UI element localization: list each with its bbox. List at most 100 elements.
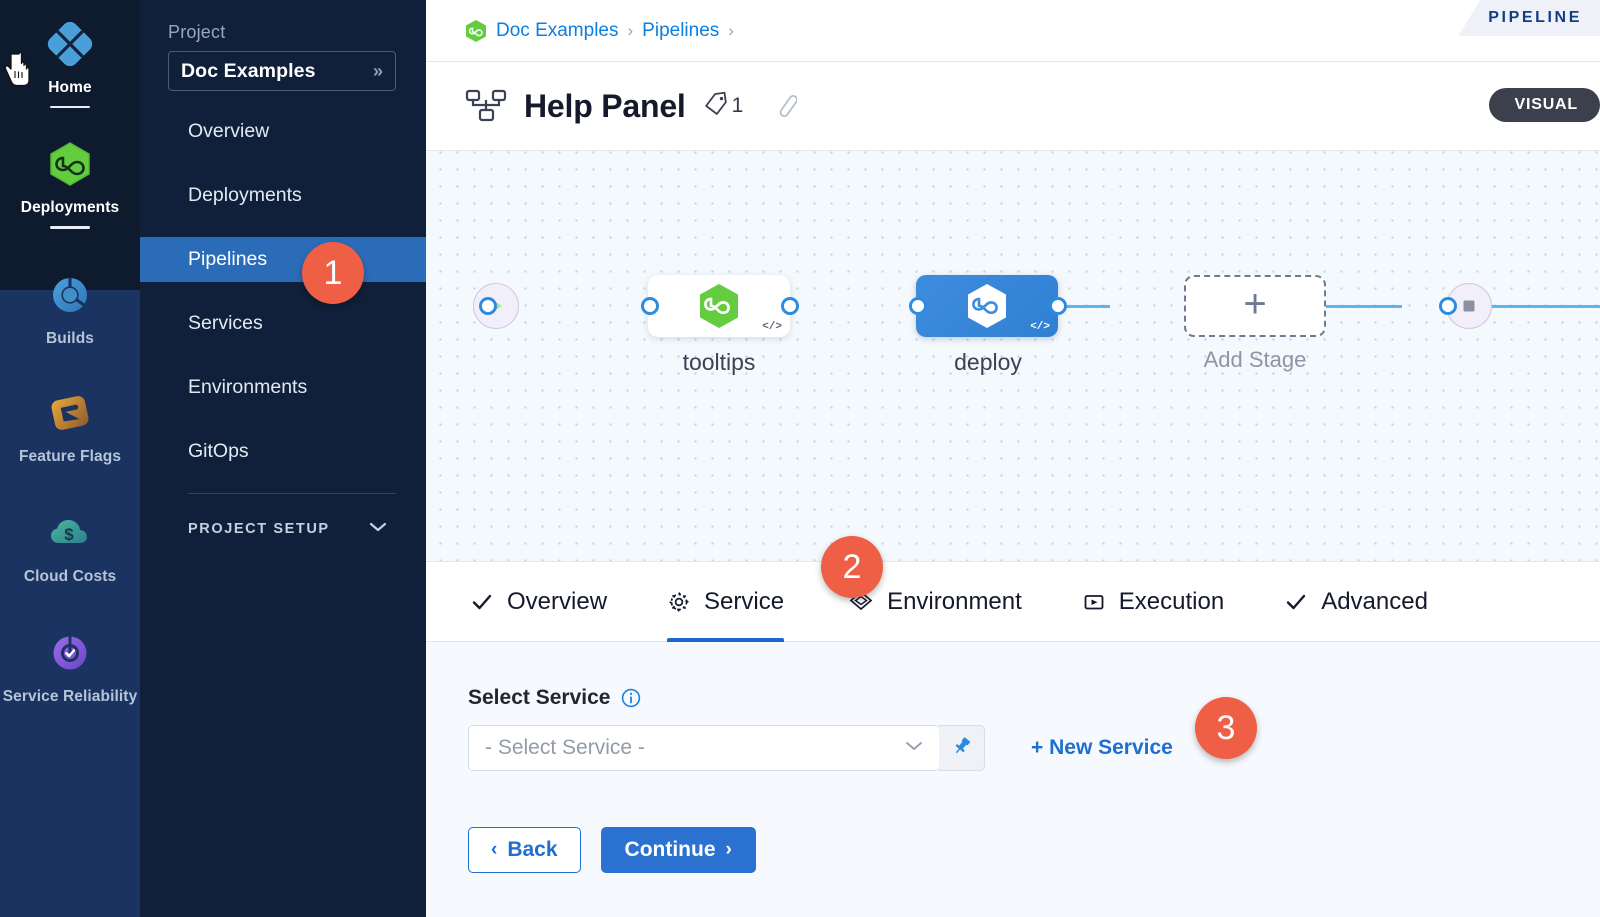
project-label: Project: [168, 22, 226, 42]
tab-label: Environment: [887, 587, 1022, 615]
select-service-value: - Select Service -: [485, 736, 645, 759]
service-hex-green-icon: [700, 284, 738, 328]
select-service-label-row: Select Service: [468, 686, 1600, 710]
sidebar-item-label: Overview: [188, 120, 270, 142]
form-actions: ‹ Back Continue ›: [468, 827, 1600, 873]
pin-button[interactable]: [939, 725, 985, 771]
project-selector[interactable]: Doc Examples »: [168, 51, 396, 91]
sidebar-item-overview[interactable]: Overview: [140, 109, 426, 154]
sidebar-item-deployments[interactable]: Deployments: [140, 173, 426, 218]
rail-active-underline: [50, 105, 90, 109]
info-icon[interactable]: [620, 687, 642, 709]
page-title: Help Panel: [524, 87, 686, 124]
callout-badge-1: 1: [302, 242, 364, 304]
stage-label-tooltips: tooltips: [682, 349, 756, 375]
stage-port-out[interactable]: [1049, 297, 1067, 315]
mode-badge-visual[interactable]: VISUAL: [1488, 88, 1600, 122]
cloud-costs-icon: $: [44, 507, 96, 559]
plus-icon: +: [1243, 282, 1267, 326]
tag-badge[interactable]: 1: [703, 91, 744, 122]
main-content: Doc Examples › Pipelines › PIPELINE Help…: [426, 0, 1600, 917]
tab-environment[interactable]: Environment: [848, 562, 1022, 642]
sidebar-item-label: Environments: [188, 376, 308, 398]
back-button-label: Back: [507, 838, 558, 861]
sidebar-item-services[interactable]: Services: [140, 301, 426, 346]
stage-label-deploy: deploy: [954, 349, 1022, 375]
play-box-icon: [1082, 590, 1106, 614]
builds-icon: [44, 269, 96, 321]
code-badge: </>: [1030, 321, 1050, 333]
stage-node-deploy[interactable]: </>: [916, 275, 1058, 337]
rail-item-cloud-costs[interactable]: $ Cloud Costs: [0, 467, 140, 587]
stage-port-in[interactable]: [641, 297, 659, 315]
add-stage-label: Add Stage: [1203, 347, 1307, 372]
breadcrumb-separator: ›: [627, 20, 634, 40]
stage-port-out[interactable]: [781, 297, 799, 315]
project-selector-name: Doc Examples: [181, 59, 316, 82]
breadcrumb-separator: ›: [728, 20, 734, 40]
tab-label: Advanced: [1321, 587, 1428, 615]
rail-active-underline: [50, 226, 90, 229]
rail-item-home[interactable]: Home: [0, 0, 140, 109]
stage-port-in[interactable]: [909, 297, 927, 315]
sidebar-item-environments[interactable]: Environments: [140, 365, 426, 410]
project-hex-icon: [465, 19, 487, 43]
chevron-down-icon: [368, 520, 388, 537]
sidebar-item-pipelines[interactable]: Pipelines: [140, 237, 426, 282]
tag-count: 1: [731, 94, 744, 117]
check-icon: [470, 590, 494, 614]
breadcrumb-link-0[interactable]: Doc Examples: [496, 19, 619, 41]
rail-item-builds[interactable]: Builds: [0, 229, 140, 349]
select-service-dropdown[interactable]: - Select Service -: [468, 725, 940, 771]
chevron-left-icon: ‹: [491, 839, 498, 860]
new-service-button[interactable]: + New Service: [1031, 736, 1173, 759]
deployments-infinity-hex-icon: [44, 138, 96, 190]
stop-icon: [1463, 300, 1475, 312]
select-service-row: - Select Service -: [468, 725, 1600, 771]
tab-execution[interactable]: Execution: [1082, 562, 1224, 642]
continue-button[interactable]: Continue ›: [600, 827, 756, 873]
home-grid-icon: [44, 18, 96, 70]
rail-item-service-reliability[interactable]: Service Reliability: [0, 587, 140, 707]
add-stage-button[interactable]: +: [1184, 275, 1326, 337]
check-icon: [1284, 590, 1308, 614]
rail-item-label: Deployments: [20, 199, 120, 217]
chevron-down-icon: [903, 739, 925, 758]
service-hex-white-icon: [968, 284, 1006, 328]
sidebar-item-project-setup[interactable]: PROJECT SETUP: [140, 494, 426, 537]
tag-icon: [703, 91, 729, 122]
stage-node-tooltips[interactable]: </>: [648, 275, 790, 337]
start-port[interactable]: [479, 297, 497, 315]
pipeline-connector: [1484, 305, 1600, 308]
sidebar-item-label: GitOps: [188, 440, 249, 462]
tab-pipeline-studio-label: PIPELINE: [1488, 9, 1582, 26]
project-sidebar: Project Doc Examples » Overview Deployme…: [140, 0, 426, 917]
tab-pipeline-studio[interactable]: PIPELINE: [1458, 0, 1600, 36]
tab-label: Overview: [507, 587, 608, 615]
tab-overview[interactable]: Overview: [470, 562, 607, 642]
rail-item-label: Cloud Costs: [23, 567, 117, 585]
module-nav-rail: Home Deployments: [0, 0, 140, 917]
back-button[interactable]: ‹ Back: [468, 827, 581, 873]
rail-item-label: Service Reliability: [2, 687, 138, 705]
pencil-icon[interactable]: [769, 92, 798, 120]
code-badge: </>: [762, 321, 782, 333]
rail-item-label: Home: [48, 79, 92, 96]
rail-item-deployments[interactable]: Deployments: [0, 108, 140, 229]
sidebar-item-label: Services: [188, 312, 263, 334]
sidebar-divider: [188, 493, 396, 494]
breadcrumb-link-1[interactable]: Pipelines: [642, 19, 720, 41]
tab-service[interactable]: Service: [667, 562, 785, 642]
rail-item-feature-flags[interactable]: Feature Flags: [0, 349, 140, 467]
svg-text:$: $: [64, 525, 74, 544]
pipeline-canvas[interactable]: </> tooltips </> deploy + Add Stage: [426, 151, 1600, 562]
feature-flags-icon: [44, 387, 96, 439]
sidebar-item-label: Deployments: [188, 184, 302, 206]
callout-badge-2: 2: [821, 536, 883, 598]
sidebar-item-gitops[interactable]: GitOps: [140, 429, 426, 474]
end-port[interactable]: [1439, 297, 1457, 315]
gear-icon: [667, 590, 691, 614]
pipeline-diagram-icon: [465, 86, 507, 126]
tab-advanced[interactable]: Advanced: [1284, 562, 1428, 642]
